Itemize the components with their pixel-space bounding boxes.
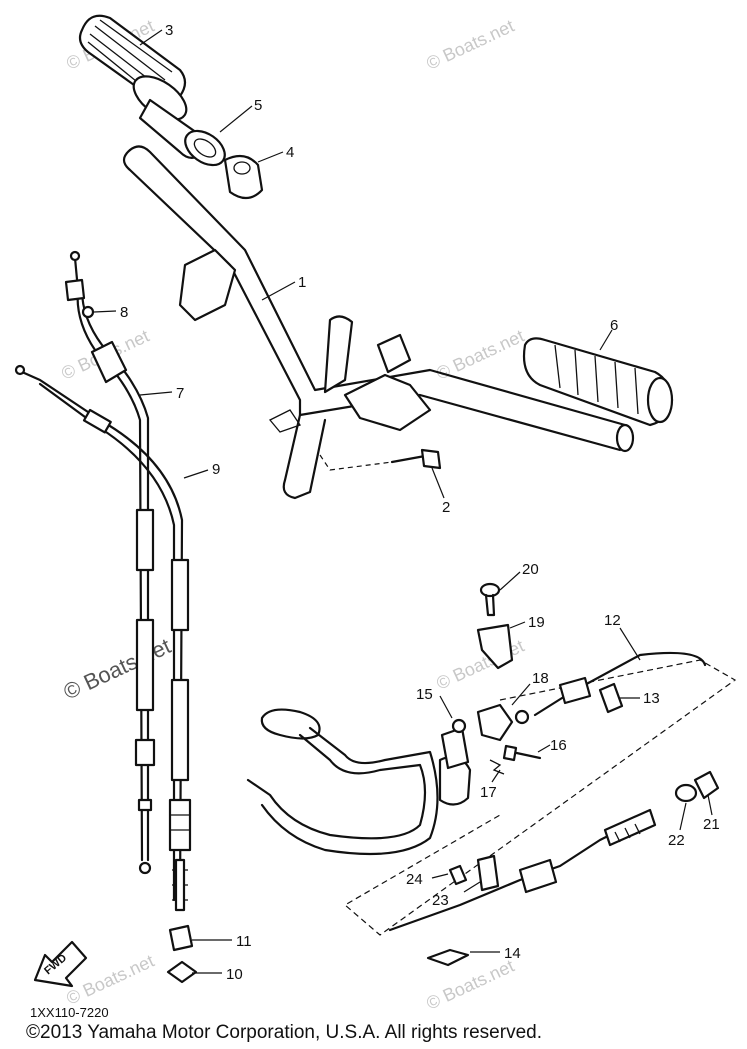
cable-part-14: [388, 808, 657, 967]
joint-part-22: [674, 783, 698, 803]
part-label-3: 3: [165, 22, 173, 39]
part-label-17: 17: [480, 784, 497, 801]
grip-right-part-6: [522, 337, 674, 427]
part-label-14: 14: [504, 945, 521, 962]
part-label-2: 2: [442, 499, 450, 516]
pin-part-24: [448, 864, 468, 886]
leader-lines: [93, 29, 713, 974]
ring-part-5: [184, 129, 226, 167]
wingnut-part-21: [693, 770, 720, 800]
part-label-16: 16: [550, 737, 567, 754]
part-label-21: 21: [703, 816, 720, 833]
part-label-5: 5: [254, 97, 262, 114]
cable-part-12: [343, 651, 737, 936]
watermark: © Boats.net: [423, 956, 517, 1014]
part-label-1: 1: [298, 274, 306, 291]
pin-part-16: [502, 744, 542, 762]
part-label-8: 8: [120, 304, 128, 321]
watermark: © Boats.net: [423, 16, 517, 74]
reference-code: 1XX110-7220: [30, 1005, 109, 1020]
part-label-20: 20: [522, 561, 539, 578]
part-label-11: 11: [236, 933, 252, 950]
part-label-18: 18: [532, 670, 549, 687]
part-label-9: 9: [212, 461, 220, 478]
nut-part-15: [451, 718, 467, 734]
screw-part-8: [81, 305, 95, 319]
handlebar-part-1: [122, 145, 635, 500]
bolt-part-2: [319, 448, 442, 471]
spring-part-17: [489, 759, 505, 775]
bracket-part-19: [476, 623, 514, 670]
watermark-dark: © Boats.net: [60, 633, 175, 704]
brake-pedal: [246, 708, 472, 856]
part-label-22: 22: [668, 832, 685, 849]
part-labels: 3 5 4 1 2 6 7 8 9 10 11 12 13 14 15 16 1…: [120, 22, 720, 983]
nut-part-11: [168, 924, 194, 952]
collar-part-4: [223, 154, 264, 200]
part-label-4: 4: [286, 144, 294, 161]
copyright-notice: ©2013 Yamaha Motor Corporation, U.S.A. A…: [26, 1022, 542, 1043]
watermarks: © Boats.net © Boats.net © Boats.net © Bo…: [58, 16, 527, 1014]
part-label-15: 15: [416, 686, 433, 703]
cable-part-9: [14, 364, 192, 912]
wingnut-part-10: [166, 960, 198, 984]
part-label-10: 10: [226, 966, 243, 983]
part-label-19: 19: [528, 614, 545, 631]
fwd-arrow: FWD: [33, 940, 88, 988]
part-label-23: 23: [432, 892, 449, 909]
switch-part-18: [476, 703, 530, 742]
part-label-13: 13: [643, 690, 660, 707]
part-label-24: 24: [406, 871, 423, 888]
part-label-7: 7: [176, 385, 184, 402]
part-label-12: 12: [604, 612, 621, 629]
bolt-part-20: [479, 582, 501, 617]
part-label-6: 6: [610, 317, 618, 334]
bracket-part-23: [476, 854, 500, 892]
